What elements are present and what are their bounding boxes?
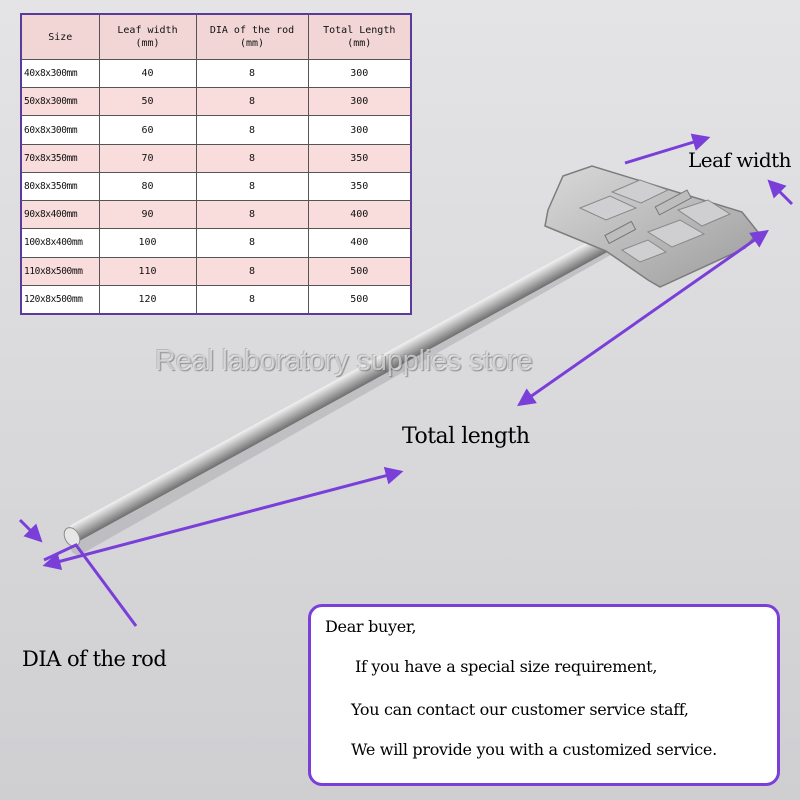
leaf-width-cell: 110 bbox=[98, 256, 197, 286]
stirrer-rod bbox=[68, 209, 659, 542]
leaf-width-cell: 40 bbox=[98, 58, 197, 89]
total-length-cell: 500 bbox=[307, 284, 412, 315]
leaf-width-arrow-right bbox=[767, 179, 794, 206]
dia-arrow-end bbox=[18, 518, 43, 543]
total-length-cell: 400 bbox=[307, 228, 412, 258]
leaf-width-arrow-top bbox=[624, 133, 711, 165]
leaf-width-cell: 50 bbox=[98, 87, 197, 117]
header-size: Size bbox=[20, 13, 100, 60]
customer-notice-box: Dear buyer, If you have a special size r… bbox=[308, 604, 780, 786]
leaf-width-cell: 100 bbox=[98, 228, 197, 258]
size-cell: 50x8x300mm bbox=[20, 87, 100, 117]
dia-arrow-long bbox=[42, 466, 404, 571]
rod-diameter-label: DIA of the rod bbox=[22, 647, 167, 671]
rod-dia-cell: 8 bbox=[195, 115, 309, 145]
notice-line: We will provide you with a customized se… bbox=[351, 740, 717, 759]
total-length-cell: 500 bbox=[307, 256, 412, 286]
leaf-width-label: Leaf width bbox=[688, 148, 792, 172]
leaf-width-cell: 60 bbox=[98, 115, 197, 145]
rod-dia-cell: 8 bbox=[195, 143, 309, 173]
total-length-label: Total length bbox=[402, 424, 530, 449]
size-cell: 100x8x400mm bbox=[20, 228, 100, 258]
size-cell: 90x8x400mm bbox=[20, 200, 100, 230]
size-spec-table: Size Leaf width(mm) DIA of the rod(mm) T… bbox=[20, 13, 412, 315]
store-watermark: Real laboratory supplies store bbox=[155, 345, 533, 377]
leaf-width-cell: 70 bbox=[98, 143, 197, 173]
total-length-arrow bbox=[517, 229, 769, 407]
size-cell: 110x8x500mm bbox=[20, 256, 100, 286]
leaf-width-cell: 80 bbox=[98, 171, 197, 202]
total-length-cell: 300 bbox=[307, 58, 412, 89]
total-length-cell: 350 bbox=[307, 171, 412, 202]
dia-bracket bbox=[43, 543, 138, 627]
rod-dia-cell: 8 bbox=[195, 58, 309, 89]
size-cell: 60x8x300mm bbox=[20, 115, 100, 145]
size-cell: 120x8x500mm bbox=[20, 284, 100, 315]
leaf-width-cell: 90 bbox=[98, 200, 197, 230]
size-cell: 40x8x300mm bbox=[20, 58, 100, 89]
leaf-width-cell: 120 bbox=[98, 284, 197, 315]
header-total-length: Total Length(mm) bbox=[307, 13, 412, 60]
size-cell: 80x8x350mm bbox=[20, 171, 100, 202]
table-header-row: Size Leaf width(mm) DIA of the rod(mm) T… bbox=[20, 13, 412, 60]
notice-line: If you have a special size requirement, bbox=[355, 657, 658, 676]
total-length-cell: 300 bbox=[307, 115, 412, 145]
rod-dia-cell: 8 bbox=[195, 284, 309, 315]
total-length-cell: 400 bbox=[307, 200, 412, 230]
notice-greeting: Dear buyer, bbox=[325, 617, 417, 636]
rod-dia-cell: 8 bbox=[195, 171, 309, 202]
rod-dia-cell: 8 bbox=[195, 256, 309, 286]
total-length-cell: 350 bbox=[307, 143, 412, 173]
notice-line: You can contact our customer service sta… bbox=[351, 700, 689, 719]
total-length-cell: 300 bbox=[307, 87, 412, 117]
rod-dia-cell: 8 bbox=[195, 228, 309, 258]
rod-dia-cell: 8 bbox=[195, 87, 309, 117]
header-rod-diameter: DIA of the rod(mm) bbox=[195, 13, 309, 60]
rod-dia-cell: 8 bbox=[195, 200, 309, 230]
header-leaf-width: Leaf width(mm) bbox=[98, 13, 197, 60]
size-cell: 70x8x350mm bbox=[20, 143, 100, 173]
